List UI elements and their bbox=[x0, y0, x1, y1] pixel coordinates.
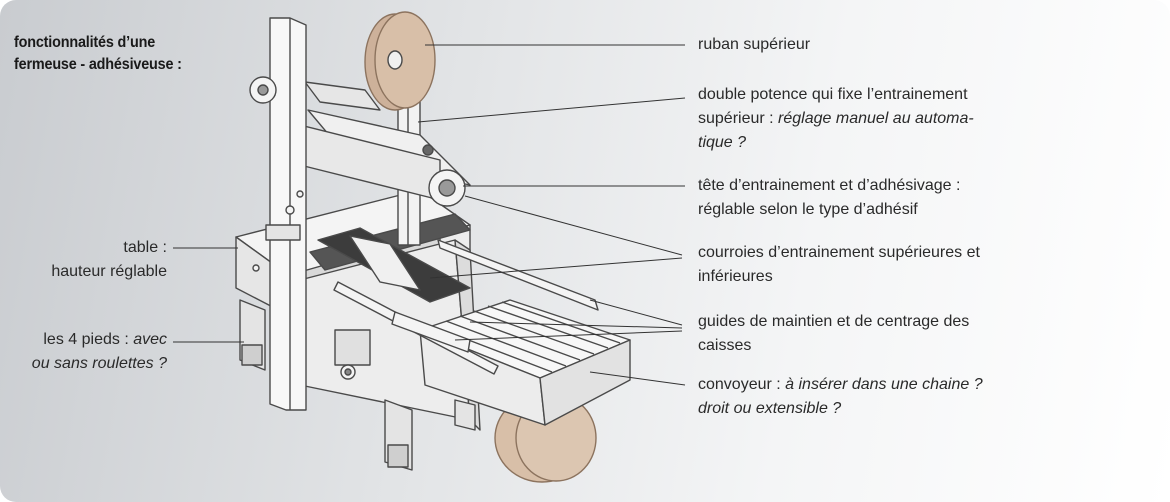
double-potence-line-1: double potence qui fixe l’entrainement bbox=[698, 86, 968, 103]
pieds-line-2: ou sans roulettes ? bbox=[32, 352, 167, 376]
convoyeur-line-2: droit ou extensible ? bbox=[698, 397, 983, 421]
convoyeur-line-1-plain: convoyeur : bbox=[698, 376, 786, 393]
label-tete: tête d’entrainement et d’adhésivage : ré… bbox=[698, 174, 960, 222]
guides-line-1: guides de maintien et de centrage des bbox=[698, 313, 970, 330]
label-pieds: les 4 pieds : avec ou sans roulettes ? bbox=[32, 328, 167, 376]
guides-line-2: caisses bbox=[698, 337, 752, 354]
side-knob bbox=[249, 76, 277, 104]
pieds-line-1: les 4 pieds : avec bbox=[32, 328, 167, 352]
label-ruban-superieur: ruban supérieur bbox=[698, 33, 810, 57]
convoyeur-line-2-italic: droit ou extensible ? bbox=[698, 400, 842, 417]
leader-lines bbox=[173, 44, 686, 386]
label-ruban-text: ruban supérieur bbox=[698, 36, 811, 53]
label-guides: guides de maintien et de centrage des ca… bbox=[698, 310, 969, 358]
courroies-line-2: inférieures bbox=[698, 268, 773, 285]
double-potence-line-3-italic: tique ? bbox=[698, 134, 747, 151]
table-line-2: hauteur réglable bbox=[51, 263, 167, 280]
title-line-2: fermeuse - adhésiveuse : bbox=[14, 56, 182, 73]
tete-line-1: tête d’entrainement et d’adhésivage : bbox=[698, 177, 961, 194]
conveyor bbox=[419, 299, 631, 426]
label-convoyeur: convoyeur : à insérer dans une chaine ? … bbox=[698, 373, 983, 421]
courroies-line-1: courroies d’entrainement supérieures et bbox=[698, 244, 980, 261]
pieds-line-2-italic: ou sans roulettes ? bbox=[31, 355, 167, 372]
pieds-line-1-plain: les 4 pieds : bbox=[43, 331, 134, 348]
diagram-title: fonctionnalités d’une fermeuse - adhésiv… bbox=[14, 32, 182, 76]
label-courroies: courroies d’entrainement supérieures et … bbox=[698, 241, 980, 289]
left-column bbox=[265, 17, 307, 411]
table-line-1: table : bbox=[123, 239, 167, 256]
belts bbox=[317, 227, 471, 303]
double-potence-line-3: tique ? bbox=[698, 131, 974, 155]
convoyeur-line-1-italic: à insérer dans une chaine ? bbox=[785, 376, 983, 393]
double-potence-line-2-plain: supérieur : bbox=[698, 110, 779, 127]
label-double-potence: double potence qui fixe l’entrainement s… bbox=[698, 83, 974, 155]
legs bbox=[239, 299, 476, 471]
double-potence-line-2-italic: réglage manuel au automa- bbox=[778, 110, 974, 127]
label-table: table : hauteur réglable bbox=[51, 236, 167, 284]
convoyeur-line-1: convoyeur : à insérer dans une chaine ? bbox=[698, 373, 983, 397]
head-arm bbox=[299, 81, 471, 207]
pieds-line-1-italic: avec bbox=[133, 331, 167, 348]
tete-line-2: réglable selon le type d’adhésif bbox=[698, 201, 918, 218]
title-line-1: fonctionnalités d’une bbox=[14, 34, 156, 51]
guide-rails bbox=[333, 239, 599, 375]
upper-tape-roll bbox=[364, 11, 436, 111]
double-potence-line-2: supérieur : réglage manuel au automa- bbox=[698, 107, 974, 131]
